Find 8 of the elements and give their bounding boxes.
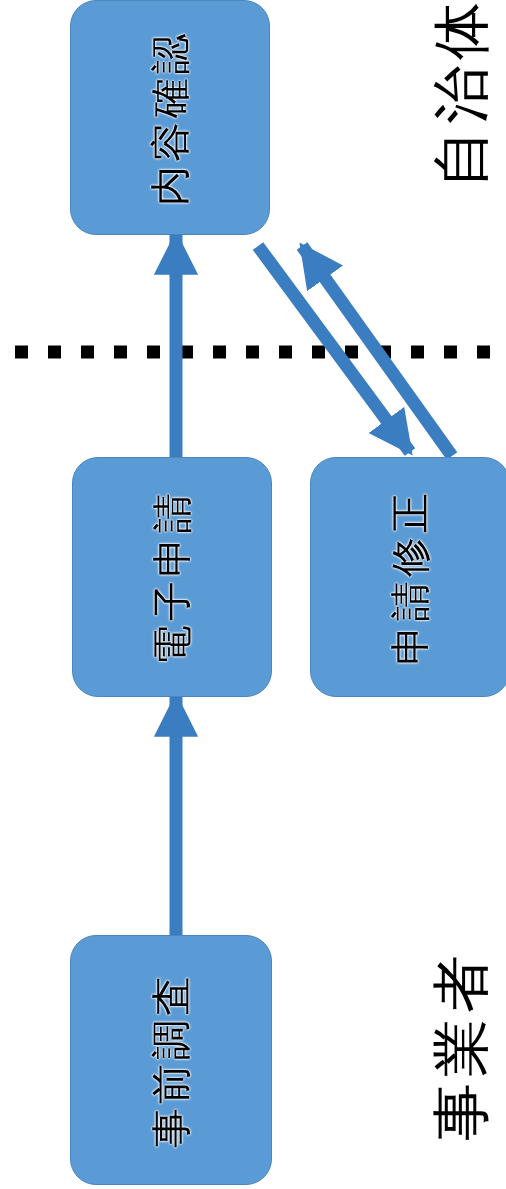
process-box: 電子申請	[72, 457, 272, 697]
lane-label: 事業者	[426, 949, 496, 1141]
process-box: 申請修正	[310, 457, 506, 697]
arrow	[296, 242, 458, 460]
lane-label: 自治体	[426, 0, 496, 188]
arrow	[252, 242, 416, 456]
process-box: 内容確認	[70, 0, 270, 235]
process-box: 事前調査	[70, 935, 272, 1185]
